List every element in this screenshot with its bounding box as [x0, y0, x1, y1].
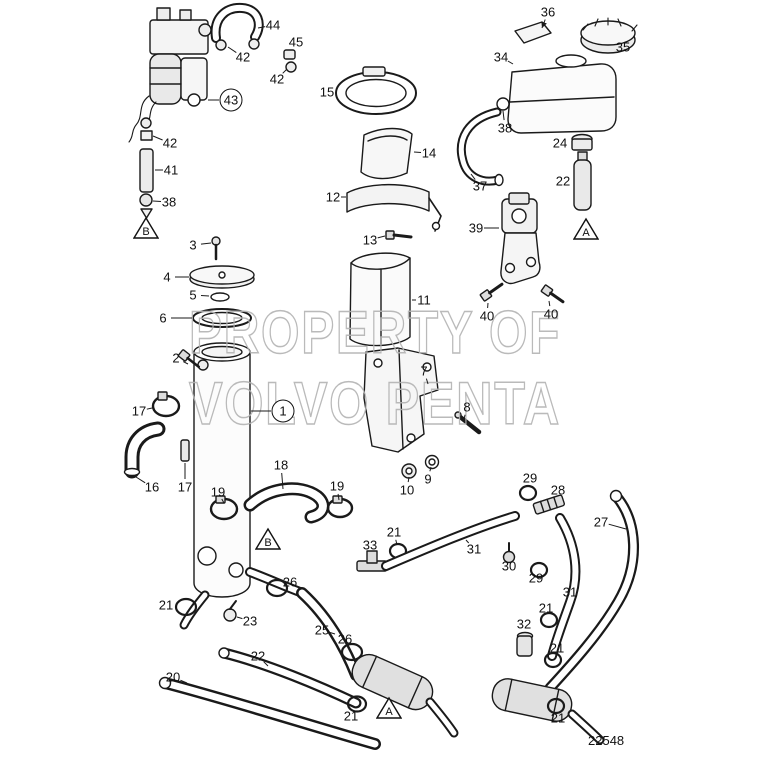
part-callout-40: 40 — [479, 308, 495, 324]
part-callout-7: 7 — [420, 363, 428, 379]
part-callout-26: 26 — [282, 574, 298, 590]
part-callout-21: 21 — [550, 710, 566, 726]
part-callout-17: 17 — [131, 403, 147, 419]
triangle-marker-icon: B — [254, 527, 282, 550]
part-callout-42: 42 — [235, 49, 251, 65]
triangle-marker-icon: A — [375, 696, 403, 719]
part-callout-33: 33 — [362, 537, 378, 553]
part-callout-21: 21 — [549, 640, 565, 656]
clamp-bracket — [346, 183, 442, 240]
part-callout-38: 38 — [497, 120, 513, 136]
triangle-marker-icon: B — [132, 216, 160, 239]
part-callout-17: 17 — [177, 479, 193, 495]
part-callout-27: 27 — [593, 514, 609, 530]
part-callout-42: 42 — [269, 71, 285, 87]
part-callout-2: 2 — [172, 350, 180, 366]
shield-large — [349, 252, 411, 347]
watermark-line-1: PROPERTY OF — [189, 299, 561, 366]
svg-text:A: A — [385, 706, 393, 718]
fuel-pump-assembly — [128, 2, 297, 219]
part-callout-15: 15 — [319, 84, 335, 100]
part-callout-9: 9 — [424, 471, 432, 487]
part-callout-36: 36 — [540, 4, 556, 20]
svg-text:B: B — [264, 537, 271, 549]
part-callout-21: 21 — [343, 708, 359, 724]
part-callout-3: 3 — [189, 237, 197, 253]
part-callout-19: 19 — [210, 484, 226, 500]
expansion-tank-group — [456, 17, 638, 211]
part-callout-22: 22 — [250, 648, 266, 664]
part-callout-4: 4 — [163, 269, 171, 285]
part-callout-39: 39 — [468, 220, 484, 236]
part-callout-22: 22 — [555, 173, 571, 189]
part-callout-28: 28 — [550, 482, 566, 498]
part-callout-40: 40 — [543, 306, 559, 322]
part-callout-14: 14 — [421, 145, 437, 161]
part-callout-37: 37 — [472, 178, 488, 194]
part-callout-6: 6 — [159, 310, 167, 326]
svg-text:A: A — [582, 227, 590, 239]
part-callout-13: 13 — [362, 232, 378, 248]
mounting-bracket-group — [479, 192, 565, 304]
part-callout-25: 25 — [314, 622, 330, 638]
part-callout-31: 31 — [562, 584, 578, 600]
part-callout-24: 24 — [552, 135, 568, 151]
part-callout-38: 38 — [161, 194, 177, 210]
part-callout-41: 41 — [163, 162, 179, 178]
part-callout-18: 18 — [273, 457, 289, 473]
part-callout-44: 44 — [265, 17, 281, 33]
part-callout-5: 5 — [189, 287, 197, 303]
hose-cluster-left — [158, 542, 459, 750]
part-callout-23: 23 — [242, 613, 258, 629]
watermark-line-2: VOLVO PENTA — [189, 370, 561, 437]
part-callout-43: 43 — [219, 88, 243, 112]
part-callout-21: 21 — [386, 524, 402, 540]
part-callout-21: 21 — [538, 600, 554, 616]
part-callout-1: 1 — [271, 399, 295, 423]
hose-cluster-right — [381, 484, 639, 745]
part-callout-29: 29 — [522, 470, 538, 486]
part-callout-11: 11 — [417, 292, 431, 308]
part-callout-16: 16 — [144, 479, 160, 495]
clamp-ring — [335, 66, 417, 115]
part-callout-10: 10 — [399, 482, 415, 498]
part-callout-30: 30 — [501, 558, 517, 574]
leader-lines — [135, 19, 627, 684]
part-callout-12: 12 — [325, 189, 341, 205]
part-callout-35: 35 — [615, 39, 631, 55]
triangle-marker-icon: A — [572, 217, 600, 240]
part-callout-34: 34 — [493, 49, 509, 65]
assembly-marker-b: B — [254, 527, 282, 551]
part-callout-8: 8 — [463, 399, 471, 415]
part-callout-45: 45 — [288, 34, 304, 50]
svg-text:B: B — [142, 226, 149, 238]
assembly-marker-a: A — [375, 696, 403, 720]
part-callout-21: 21 — [158, 597, 174, 613]
support-bracket-group — [363, 347, 482, 479]
diagram-number: 22548 — [588, 733, 625, 748]
assembly-marker-a: A — [572, 217, 600, 241]
part-callout-42: 42 — [162, 135, 178, 151]
watermark: PROPERTY OF VOLVO PENTA — [188, 298, 561, 438]
part-callout-26: 26 — [337, 631, 353, 647]
part-callout-19: 19 — [329, 478, 345, 494]
assembly-marker-b: B — [132, 216, 160, 240]
shield-small — [360, 127, 413, 180]
part-callout-31: 31 — [466, 541, 482, 557]
part-callout-32: 32 — [516, 616, 532, 632]
heat-exchanger-group — [123, 236, 354, 630]
part-callout-29: 29 — [528, 570, 544, 586]
part-callout-20: 20 — [165, 669, 181, 685]
